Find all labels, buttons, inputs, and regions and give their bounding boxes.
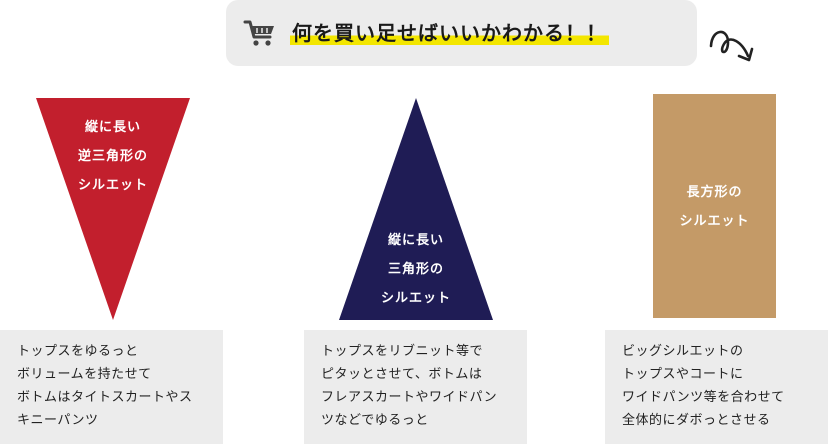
triangle-label: 縦に長い 三角形の シルエット [339, 226, 493, 313]
label-line: シルエット [77, 178, 148, 193]
description-line: ピタッとさせて、ボトムは [321, 367, 483, 382]
description-line: トップスをリブニット等で [321, 344, 484, 359]
inverted-triangle [36, 98, 190, 320]
label-line: 長方形の [686, 185, 743, 200]
banner-title: 何を買い足せばいいかわかる！！ [290, 18, 609, 48]
description-line: フレアスカートやワイドパン [321, 390, 498, 405]
label-line: シルエット [380, 291, 451, 306]
label-line: 縦に長い [387, 233, 444, 248]
label-line: 逆三角形の [77, 149, 148, 164]
cart-icon [243, 20, 274, 46]
description-line: ワイドパンツ等を合わせて [622, 390, 785, 405]
description-box-1: トップスをゆるっと ボリュームを持たせて ボトムはタイトスカートやス キニーパン… [0, 330, 223, 444]
rectangle-shape [653, 94, 776, 318]
description-box-3: ビッグシルエットの トップスやコートに ワイドパンツ等を合わせて 全体的にダボっ… [605, 330, 828, 444]
label-line: 三角形の [387, 262, 444, 277]
description-line: ツなどでゆるっと [321, 413, 429, 428]
triangle [339, 98, 493, 320]
description-line: ボリュームを持たせて [17, 367, 152, 382]
label-line: 縦に長い [84, 120, 141, 135]
description-line: ボトムはタイトスカートやス [17, 390, 193, 405]
label-line: シルエット [679, 214, 750, 229]
description-box-2: トップスをリブニット等で ピタッとさせて、ボトムは フレアスカートやワイドパン … [304, 330, 527, 444]
description-line: トップスやコートに [622, 367, 744, 382]
description-line: 全体的にダボっとさせる [622, 413, 771, 428]
description-line: トップスをゆるっと [17, 344, 139, 359]
inverted-triangle-label: 縦に長い 逆三角形の シルエット [36, 113, 190, 200]
triangle-shape [339, 98, 493, 320]
description-line: ビッグシルエットの [622, 344, 744, 359]
rectangle-label: 長方形の シルエット [653, 178, 776, 236]
inverted-triangle-shape [36, 98, 190, 320]
curved-arrow-icon [709, 30, 754, 62]
description-line: キニーパンツ [17, 413, 99, 428]
